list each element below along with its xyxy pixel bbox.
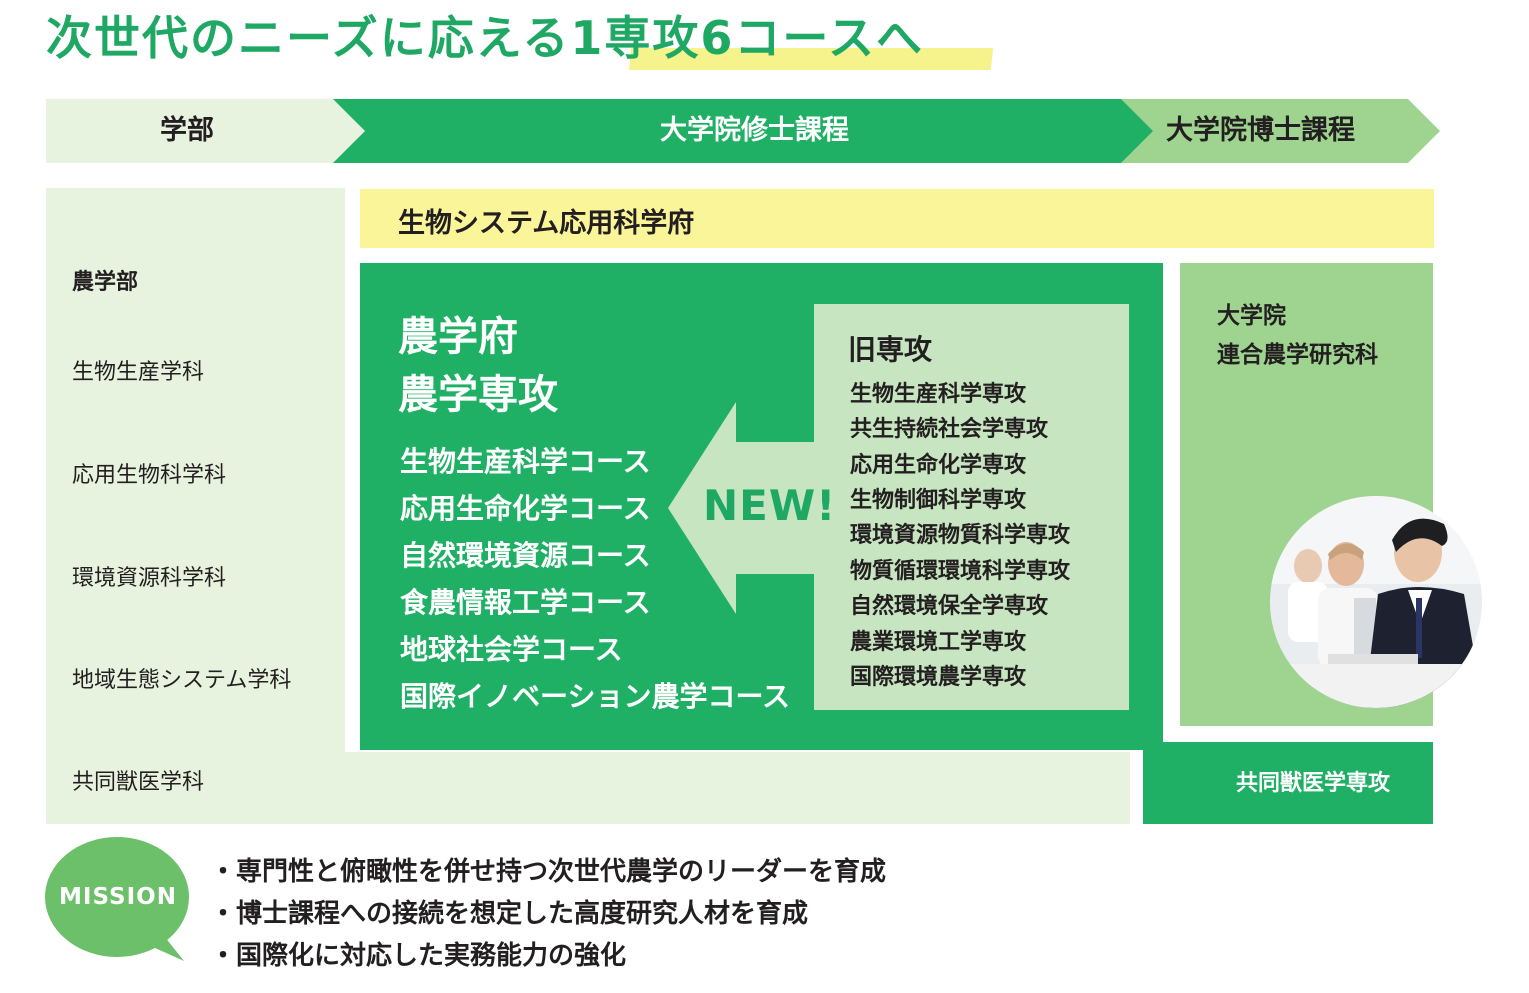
stage-master-shape — [333, 99, 1153, 163]
course-item: 地球社会学コース — [400, 633, 623, 666]
program-title-line2: 農学専攻 — [398, 372, 558, 418]
students-photo — [1270, 496, 1482, 708]
old-programs-box — [814, 304, 1129, 710]
course-item: 食農情報工学コース — [400, 586, 651, 619]
new-label: NEW! — [703, 481, 837, 530]
stage-arrows — [46, 99, 1440, 163]
old-program-item: 自然環境保全学専攻 — [850, 594, 1049, 619]
mission-item: ・国際化に対応した実務能力の強化 — [210, 941, 627, 971]
page-title: 次世代のニーズに応える1専攻6コースへ — [46, 11, 925, 65]
old-program-item: 国際環境農学専攻 — [850, 665, 1027, 690]
old-program-item: 環境資源物質科学専攻 — [850, 523, 1071, 548]
graduate-school-name: 生物システム応用科学府 — [398, 208, 695, 239]
old-program-item: 農業環境工学専攻 — [850, 630, 1027, 655]
department-item: 生物生産学科 — [72, 360, 205, 385]
speech-bubble-icon — [45, 837, 189, 961]
department-item: 環境資源科学科 — [72, 566, 227, 591]
graduate-school-bar — [360, 189, 1434, 248]
department-item: 地域生態システム学科 — [72, 668, 292, 693]
old-program-item: 物質循環環境科学専攻 — [850, 559, 1071, 584]
old-program-item: 生物制御科学専攻 — [850, 488, 1027, 513]
program-title-line1: 農学府 — [398, 314, 518, 360]
mission-badge-label: MISSION — [59, 884, 177, 910]
stage-bar: 学部 大学院修士課程 大学院博士課程 — [46, 99, 1440, 163]
faculty-name: 農学部 — [72, 270, 139, 295]
old-programs-title: 旧専攻 — [848, 333, 933, 366]
mission-item: ・専門性と俯瞰性を併せ持つ次世代農学のリーダーを育成 — [210, 857, 887, 887]
stage-undergrad-label: 学部 — [160, 115, 214, 146]
stage-undergrad-shape — [46, 99, 364, 163]
old-program-item: 生物生産科学専攻 — [850, 382, 1027, 407]
stage-doctor-shape — [1121, 99, 1440, 163]
course-item: 国際イノベーション農学コース — [400, 680, 791, 713]
old-program-item: 共生持続社会学専攻 — [850, 417, 1049, 442]
faculty-panel-extension — [345, 752, 1130, 824]
vet-major-label: 共同獣医学専攻 — [1236, 771, 1391, 796]
doctor-school-line2: 連合農学研究科 — [1217, 342, 1378, 368]
department-item: 応用生物科学科 — [72, 463, 227, 488]
course-item: 自然環境資源コース — [400, 539, 651, 572]
stage-doctor-label: 大学院博士課程 — [1166, 115, 1355, 146]
faculty-panel — [46, 188, 345, 824]
mission-item: ・博士課程への接続を想定した高度研究人材を育成 — [210, 899, 809, 929]
old-program-item: 応用生命化学専攻 — [850, 453, 1027, 478]
course-item: 生物生産科学コース — [400, 445, 651, 478]
vet-major-box — [1143, 742, 1433, 824]
doctor-school-line1: 大学院 — [1217, 303, 1286, 329]
left-arrow-icon — [668, 402, 814, 614]
department-item: 共同獣医学科 — [72, 770, 205, 795]
stage-master-label: 大学院修士課程 — [660, 115, 849, 146]
course-item: 応用生命化学コース — [400, 492, 651, 525]
